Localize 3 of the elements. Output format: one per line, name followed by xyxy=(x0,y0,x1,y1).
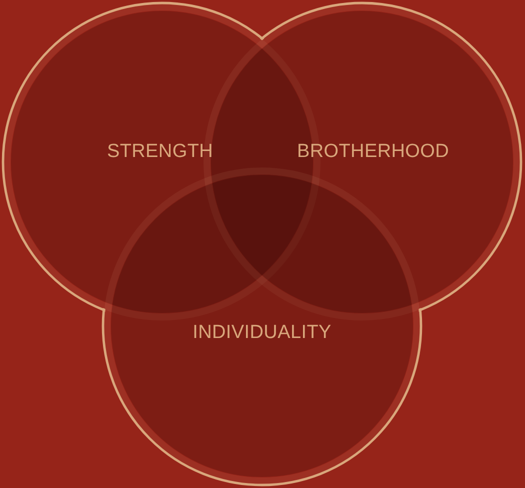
circle-label: INDIVIDUALITY xyxy=(192,322,332,344)
circle-label: BROTHERHOOD xyxy=(296,141,450,163)
circle-label: STRENGTH xyxy=(106,141,214,163)
